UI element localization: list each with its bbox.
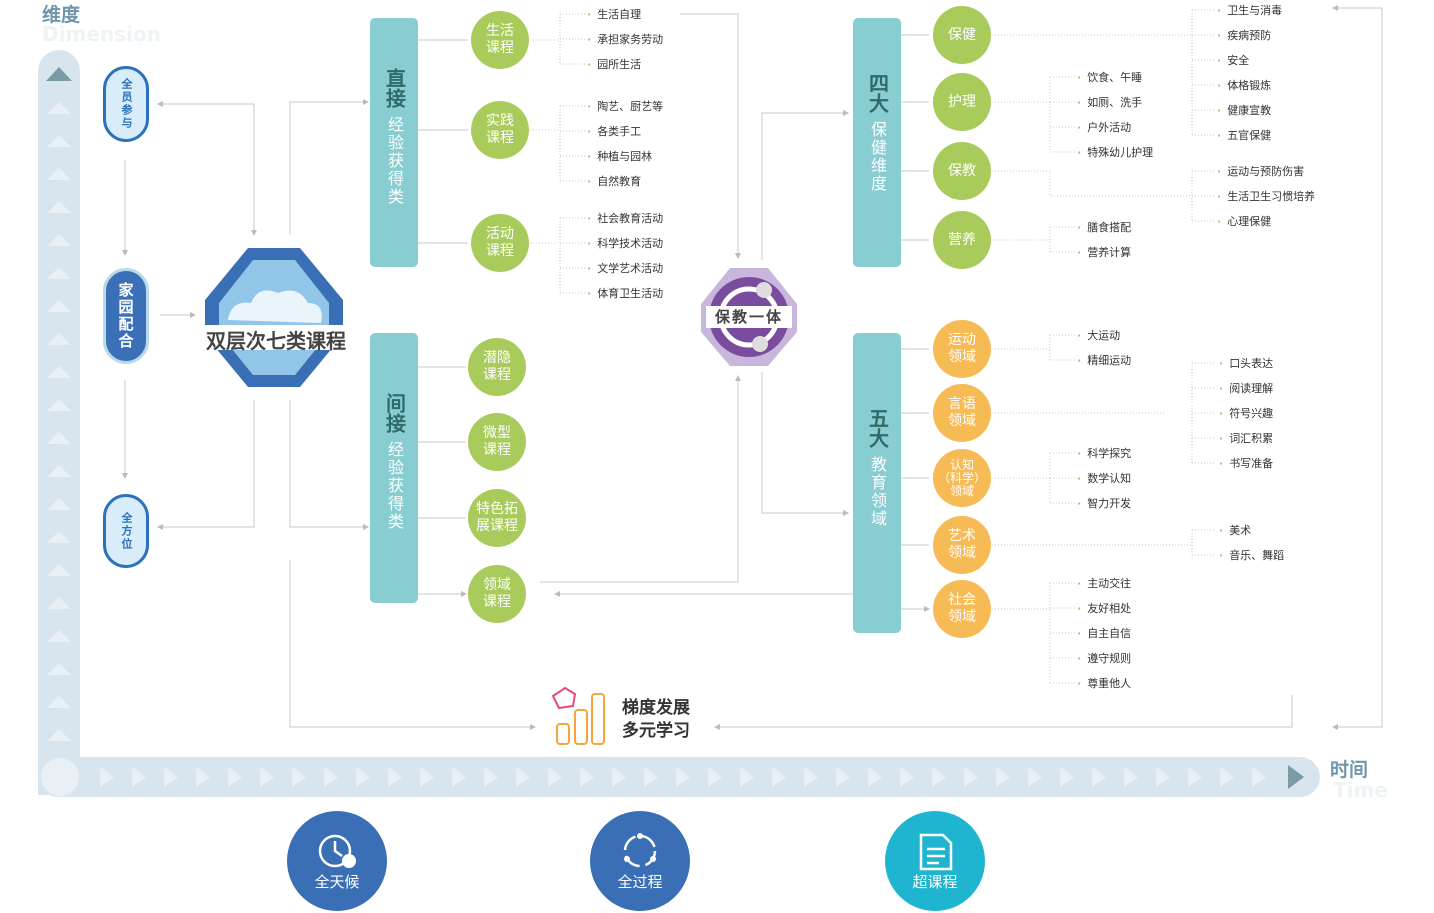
course-item: 园所生活	[587, 56, 641, 72]
education-item: 精细运动	[1077, 352, 1131, 368]
bar-title: 四大	[865, 73, 890, 113]
course-item: 生活自理	[587, 6, 641, 22]
bar-subtitle: 经验获得类	[385, 441, 404, 531]
direct-course-circle: 生活 课程	[471, 11, 529, 69]
direct-experience-bar: 直接 经验获得类	[370, 18, 418, 267]
course-item: 种植与园林	[587, 148, 652, 164]
growth-chart-icon	[551, 686, 605, 745]
health-item: 心理保健	[1217, 213, 1271, 229]
education-domains-bar: 五大 教育领域	[853, 333, 901, 633]
education-item: 大运动	[1077, 327, 1120, 343]
bar-subtitle: 经验获得类	[385, 116, 404, 206]
education-item: 书写准备	[1219, 455, 1273, 471]
education-item: 美术	[1219, 522, 1251, 538]
bar-subtitle: 教育领域	[868, 456, 887, 528]
x-axis-title: 时间	[1330, 759, 1369, 781]
education-domain-circle: 运动 领域	[933, 320, 991, 378]
course-item: 各类手工	[587, 123, 641, 139]
x-axis-subtitle: Time	[1333, 778, 1388, 802]
badge-label: 超课程	[912, 872, 958, 891]
education-item: 友好相处	[1077, 600, 1131, 616]
health-item: 五官保健	[1217, 127, 1271, 143]
education-item: 符号兴趣	[1219, 405, 1273, 421]
health-item: 户外活动	[1077, 119, 1131, 135]
health-item: 运动与预防伤害	[1217, 163, 1304, 179]
bar-title: 间接	[382, 393, 407, 433]
health-item: 安全	[1217, 52, 1249, 68]
bar-subtitle: 保健维度	[868, 121, 887, 193]
health-item: 卫生与消毒	[1217, 2, 1282, 18]
badge-label: 全过程	[617, 872, 663, 891]
health-item: 营养计算	[1077, 244, 1131, 260]
indirect-course-circle: 潜隐 课程	[468, 338, 526, 396]
health-item: 生活卫生习惯培养	[1217, 188, 1315, 204]
education-domain-circle: 社会 领域	[933, 580, 991, 638]
course-item: 体育卫生活动	[587, 285, 663, 301]
up-arrow-icon	[46, 67, 72, 81]
health-node-circle: 护理	[933, 73, 991, 131]
y-axis-subtitle: Dimension	[42, 22, 161, 46]
indirect-course-circle: 领域 课程	[468, 565, 526, 623]
growth-label: 梯度发展 多元学习	[622, 697, 690, 743]
integration-label: 保教一体	[706, 306, 792, 328]
bar-title: 五大	[865, 408, 890, 448]
course-item: 陶艺、厨艺等	[587, 98, 663, 114]
education-item: 遵守规则	[1077, 650, 1131, 666]
education-item: 尊重他人	[1077, 675, 1131, 691]
indirect-course-circle: 特色拓 展课程	[468, 489, 526, 547]
course-item: 文学艺术活动	[587, 260, 663, 276]
right-arrow-icon	[1288, 765, 1304, 789]
education-item: 口头表达	[1219, 355, 1273, 371]
growth-line-1: 梯度发展	[622, 698, 690, 718]
health-node-circle: 保健	[933, 6, 991, 64]
education-item: 音乐、舞蹈	[1219, 547, 1284, 563]
all-day-badge: 全天候	[287, 811, 387, 911]
education-item: 智力开发	[1077, 495, 1131, 511]
cycle-icon	[623, 832, 657, 867]
health-node-circle: 保教	[933, 142, 991, 200]
growth-line-2: 多元学习	[622, 721, 690, 741]
health-item: 饮食、午睡	[1077, 69, 1142, 85]
health-item: 疾病预防	[1217, 27, 1271, 43]
course-item: 自然教育	[587, 173, 641, 189]
whole-process-badge: 全过程	[590, 811, 690, 911]
education-item: 自主自信	[1077, 625, 1131, 641]
center-title: 双层次七类课程	[200, 325, 352, 353]
education-item: 主动交往	[1077, 575, 1131, 591]
education-item: 阅读理解	[1219, 380, 1273, 396]
indirect-experience-bar: 间接 经验获得类	[370, 333, 418, 603]
course-item: 承担家务劳动	[587, 31, 663, 47]
health-item: 健康宣教	[1217, 102, 1271, 118]
health-node-circle: 营养	[933, 211, 991, 269]
bar-title: 直接	[382, 68, 407, 108]
education-domain-circle: 艺术 领域	[933, 516, 991, 574]
super-curriculum-badge: 超课程	[885, 811, 985, 911]
cloud-hexagon-icon	[205, 248, 343, 387]
dimension-all-staff: 全员参与	[103, 66, 149, 142]
education-item: 科学探究	[1077, 445, 1131, 461]
education-domain-circle: 言语 领域	[933, 384, 991, 442]
dimension-all-round: 全方位	[103, 494, 149, 568]
health-item: 体格锻炼	[1217, 77, 1271, 93]
education-item: 词汇积累	[1219, 430, 1273, 446]
education-domain-circle: 认知 （科学） 领域	[933, 449, 991, 507]
time-axis	[38, 757, 1320, 797]
badge-label: 全天候	[314, 872, 360, 891]
direct-course-circle: 实践 课程	[471, 101, 529, 159]
dimension-home-school: 家园配合	[103, 268, 149, 364]
course-item: 社会教育活动	[587, 210, 663, 226]
up-arrows	[46, 67, 72, 741]
health-dimensions-bar: 四大 保健维度	[853, 18, 901, 267]
education-item: 数学认知	[1077, 470, 1131, 486]
indirect-course-circle: 微型 课程	[468, 413, 526, 471]
health-item: 特殊幼儿护理	[1077, 144, 1153, 160]
dimension-axis	[38, 50, 80, 795]
clock-24-icon	[318, 834, 356, 868]
document-icon	[919, 833, 953, 870]
direct-course-circle: 活动 课程	[471, 214, 529, 272]
health-item: 膳食搭配	[1077, 219, 1131, 235]
course-item: 科学技术活动	[587, 235, 663, 251]
y-axis-title: 维度	[42, 4, 81, 26]
health-item: 如厕、洗手	[1077, 94, 1142, 110]
